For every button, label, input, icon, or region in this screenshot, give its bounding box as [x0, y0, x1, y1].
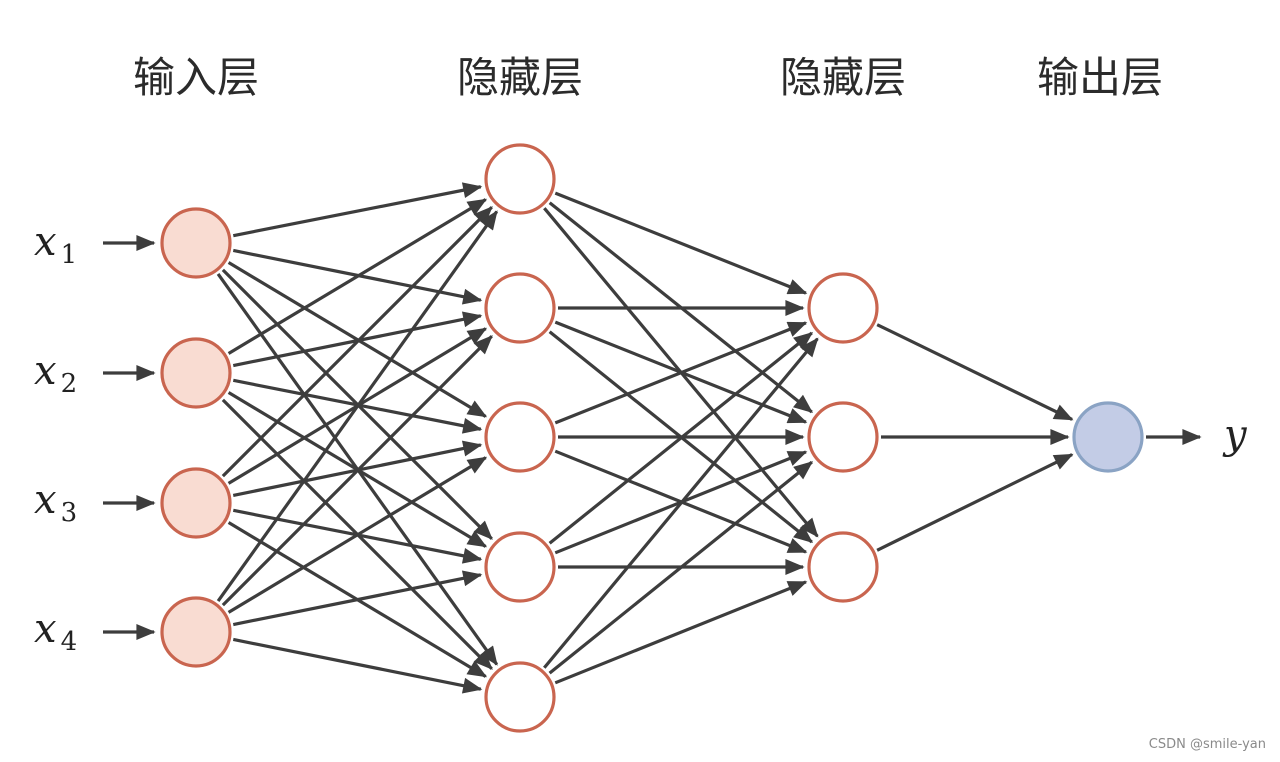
input-label-subscript: 1: [61, 240, 78, 270]
input-label-symbol: x: [34, 348, 57, 394]
input-label-subscript: 2: [61, 369, 78, 399]
io-arrows: [103, 235, 1202, 640]
layer-title-hidden-2: 隐藏层: [780, 53, 906, 102]
edge-l1-n4-to-l2-n1: [548, 460, 814, 675]
output-label-y: y: [1222, 412, 1248, 458]
input-label-subscript: 4: [61, 627, 78, 657]
edge-l0-n3-to-l1-n4: [232, 637, 483, 694]
edge-l2-n0-to-l3-n0: [876, 323, 1074, 421]
hidden-node-2-4: [484, 531, 556, 603]
network-nodes: [160, 143, 1144, 733]
layer-title-hidden-1: 隐藏层: [457, 53, 583, 102]
layer-titles: 输入层 隐藏层 隐藏层 输出层: [133, 53, 1163, 102]
input-node-1-2: [160, 337, 232, 409]
edge-l1-n4-to-l2-n0: [543, 337, 819, 669]
edge-l0-n2-to-l1-n0: [221, 206, 493, 478]
layer-title-input: 输入层: [133, 53, 259, 102]
edge-l1-n4-to-l2-n2: [554, 580, 808, 685]
edge-l0-n3-to-l1-n2: [227, 456, 488, 614]
hidden-node-2-5: [484, 661, 556, 733]
edge-l0-n1-to-l1-n0: [227, 198, 488, 355]
input-node-1-1: [160, 207, 232, 279]
edge-l1-n2-to-l2-n0: [554, 321, 808, 425]
hidden-node-3-3: [807, 531, 879, 603]
input-label-symbol: x: [34, 477, 57, 523]
edge-l2-n2-to-l3-n0: [876, 453, 1074, 552]
edge-l0-n3-to-l1-n0: [216, 210, 499, 603]
edge-l1-n3-to-l2-n0: [548, 331, 814, 545]
input-node-1-3: [160, 467, 232, 539]
input-label-subscript: 3: [61, 498, 78, 528]
edge-l0-n0-to-l1-n0: [232, 182, 483, 238]
edge-l0-n3-to-l1-n3: [232, 570, 483, 627]
hidden-node-3-1: [807, 272, 879, 344]
output-node-4-1: [1072, 401, 1144, 473]
input-label-symbol: x: [34, 219, 57, 265]
watermark: CSDN @smile-yan: [1148, 737, 1266, 752]
hidden-node-3-2: [807, 401, 879, 473]
hidden-node-2-1: [484, 143, 556, 215]
hidden-node-2-3: [484, 401, 556, 473]
hidden-node-2-2: [484, 272, 556, 344]
connection-edges: [216, 182, 1074, 694]
input-node-1-4: [160, 596, 232, 668]
input-label-symbol: x: [34, 606, 57, 652]
edge-l1-n0-to-l2-n0: [554, 191, 808, 295]
edge-l0-n3-to-l1-n1: [221, 335, 493, 607]
layer-title-output: 输出层: [1037, 53, 1163, 102]
